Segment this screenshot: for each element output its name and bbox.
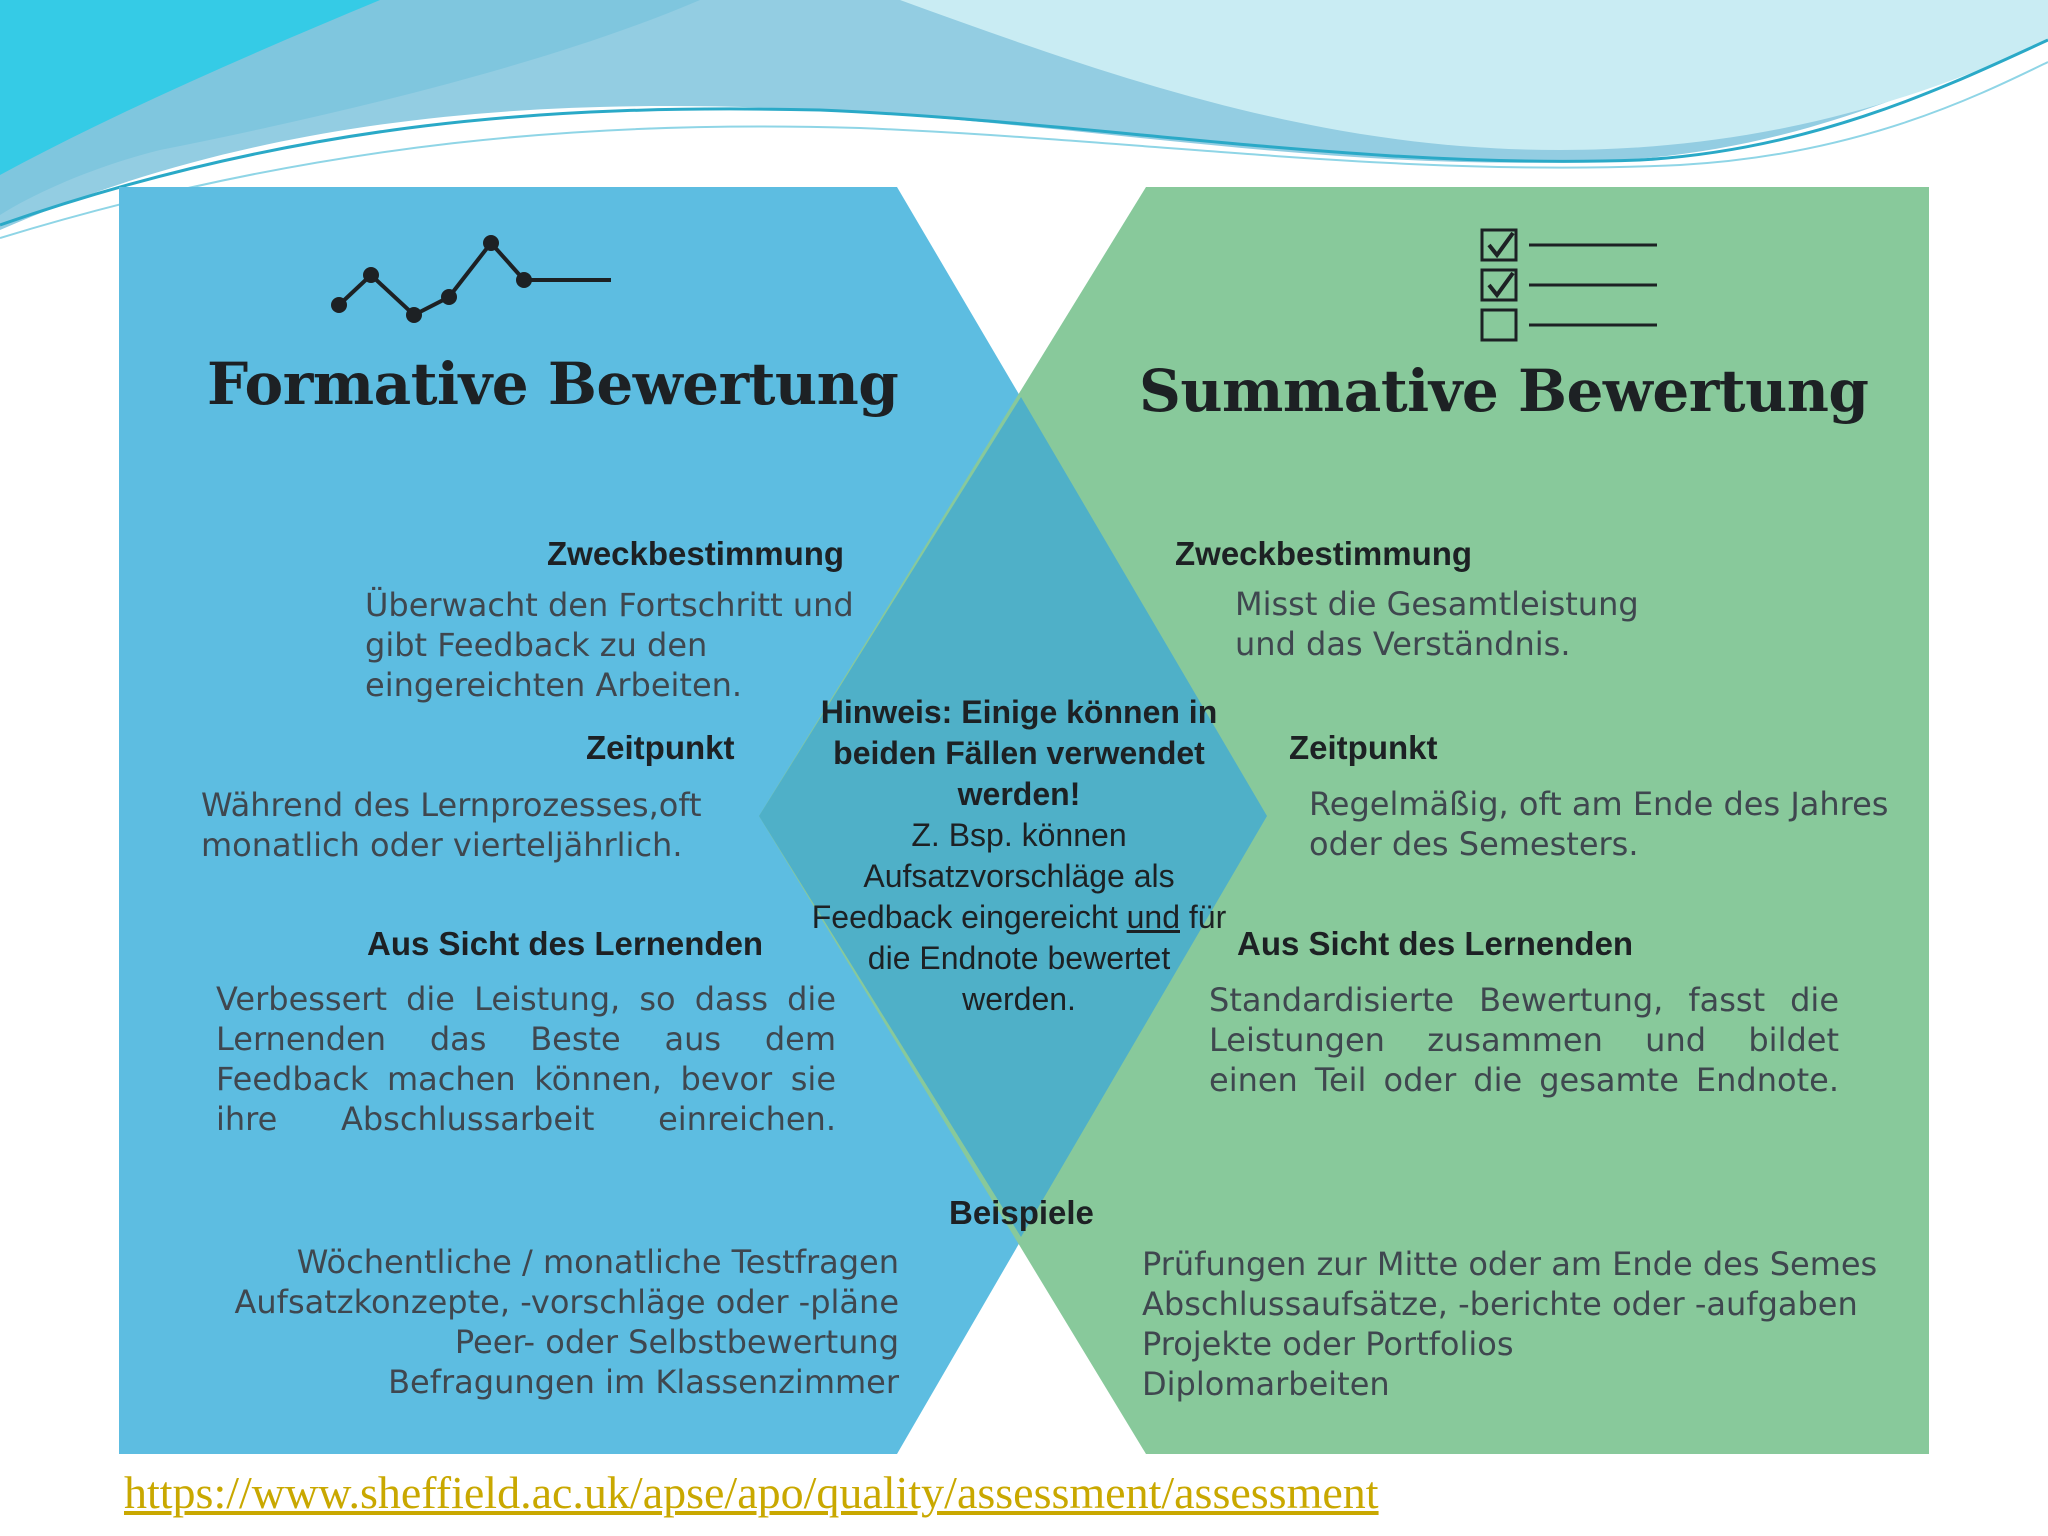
overlap-region xyxy=(759,397,1267,1237)
summative-examples: Prüfungen zur Mitte oder am Ende des Sem… xyxy=(1142,1244,1877,1404)
formative-learner-label: Aus Sicht des Lernenden xyxy=(367,925,764,962)
list-item: Abschlussaufsätze, -berichte oder -aufga… xyxy=(1142,1285,1858,1323)
list-item: Aufsatzkonzepte, -vorschläge oder -pläne xyxy=(234,1283,900,1321)
note-text-end: für die Endnote bewertet werden. xyxy=(867,899,1227,1017)
list-item: Prüfungen zur Mitte oder am Ende des Sem… xyxy=(1142,1245,1878,1283)
summative-purpose-text: Misst die Gesamtleistung und das Verstän… xyxy=(1235,585,1639,663)
assessment-diagram: Formative Bewertung Zweckbestimmung Über… xyxy=(119,187,1929,1454)
list-item: Projekte oder Portfolios xyxy=(1142,1325,1514,1363)
note-text: Z. Bsp. können Aufsatzvorschläge als Fee… xyxy=(811,817,1175,935)
list-item: Befragungen im Klassenzimmer xyxy=(388,1363,899,1401)
formative-purpose-label: Zweckbestimmung xyxy=(547,535,845,572)
formative-learner-text: Verbessert die Leistung, so dass die Ler… xyxy=(216,980,836,1138)
note-heading: Hinweis: Einige können in beiden Fällen … xyxy=(820,694,1218,812)
summative-learner-text: Standardisierte Bewertung, fasst die Lei… xyxy=(1209,981,1839,1099)
overlap-note: Hinweis: Einige können in beiden Fällen … xyxy=(809,692,1229,1020)
list-item: Peer- oder Selbstbewertung xyxy=(454,1323,899,1361)
formative-examples: Wöchentliche / monatliche Testfragen Auf… xyxy=(235,1242,900,1402)
formative-purpose-text: Überwacht den Fortschritt und gibt Feedb… xyxy=(365,586,854,704)
list-item: Wöchentliche / monatliche Testfragen xyxy=(296,1243,899,1281)
summative-timing-label: Zeitpunkt xyxy=(1289,729,1438,766)
note-underlined: und xyxy=(1126,899,1180,935)
source-link[interactable]: https://www.sheffield.ac.uk/apse/apo/qua… xyxy=(124,1467,1379,1518)
formative-timing-text: Während des Lernprozesses,oft monatlich … xyxy=(201,786,702,864)
examples-label: Beispiele xyxy=(949,1194,1094,1231)
formative-title: Formative Bewertung xyxy=(207,350,899,418)
formative-timing-label: Zeitpunkt xyxy=(586,729,735,766)
checklist-icon xyxy=(1480,228,1657,342)
list-item: Diplomarbeiten xyxy=(1142,1365,1390,1403)
summative-learner-label: Aus Sicht des Lernenden xyxy=(1237,925,1634,962)
diagram-background xyxy=(119,187,1929,1454)
summative-purpose-label: Zweckbestimmung xyxy=(1175,535,1473,572)
summative-title: Summative Bewertung xyxy=(1139,357,1869,425)
summative-timing-text: Regelmäßig, oft am Ende des Jahres oder … xyxy=(1309,785,1889,863)
header-wave xyxy=(0,0,2048,239)
line-chart-icon xyxy=(331,235,611,323)
